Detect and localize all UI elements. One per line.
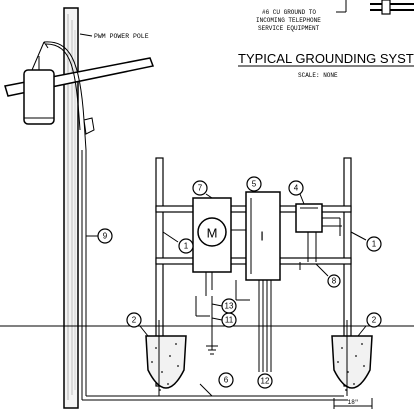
svg-text:4: 4 xyxy=(294,184,299,193)
ground-note: #6 CU GROUND TO INCOMING TELEPHONE SERVI… xyxy=(256,0,347,32)
svg-text:6: 6 xyxy=(224,376,229,385)
svg-text:INCOMING TELEPHONE: INCOMING TELEPHONE xyxy=(256,17,321,24)
callout-12: 12 xyxy=(257,373,273,389)
svg-text:11: 11 xyxy=(225,316,234,325)
pole-label: PWM POWER POLE xyxy=(79,33,149,40)
power-pole xyxy=(63,7,79,409)
callout-13: 13 xyxy=(211,298,237,314)
svg-text:PWM POWER POLE: PWM POWER POLE xyxy=(94,33,149,40)
callout-8: 8 xyxy=(315,263,341,288)
svg-text:M: M xyxy=(207,226,218,241)
svg-text:2: 2 xyxy=(372,316,377,325)
meter-enclosure: M xyxy=(192,197,232,296)
callout-9: 9 xyxy=(86,228,113,244)
svg-text:I: I xyxy=(260,229,264,244)
svg-text:7: 7 xyxy=(198,184,203,193)
callout-1-right: 1 xyxy=(350,231,382,252)
meter-ground-wire xyxy=(195,296,218,355)
svg-text:13: 13 xyxy=(225,302,234,311)
svg-text:18": 18" xyxy=(348,399,359,406)
pole-down-conductor xyxy=(81,150,348,401)
svg-text:2: 2 xyxy=(132,316,137,325)
ground-rod-encasement-right xyxy=(331,320,373,396)
pipe-clamp xyxy=(370,0,414,15)
svg-text:1: 1 xyxy=(372,240,377,249)
callout-7: 7 xyxy=(192,180,213,199)
callout-6-bottom: 6 xyxy=(199,372,234,397)
service-drop-wire xyxy=(43,41,95,151)
drawing-title: TYPICAL GROUNDING SYST SCALE: NONE xyxy=(238,51,414,79)
callout-11: 11 xyxy=(211,312,237,328)
callout-5: 5 xyxy=(246,176,262,193)
svg-text:5: 5 xyxy=(252,180,257,189)
transformer xyxy=(23,41,55,125)
ground-rod-encasement-left xyxy=(145,320,187,396)
callout-2-right: 2 xyxy=(357,312,382,337)
svg-text:9: 9 xyxy=(103,232,108,241)
junction-box xyxy=(295,203,342,270)
service-panel: I xyxy=(231,191,281,281)
callout-1-left: 1 xyxy=(162,231,194,254)
callout-2-left: 2 xyxy=(126,312,149,337)
svg-text:1: 1 xyxy=(184,242,189,251)
svg-text:8: 8 xyxy=(332,277,337,286)
callout-4: 4 xyxy=(288,180,305,205)
svg-text:SERVICE EQUIPMENT: SERVICE EQUIPMENT xyxy=(258,25,320,32)
svg-text:SCALE: NONE: SCALE: NONE xyxy=(298,72,338,79)
svg-text:TYPICAL GROUNDING SYST: TYPICAL GROUNDING SYST xyxy=(238,51,414,66)
svg-text:12: 12 xyxy=(261,377,270,386)
dimension-18in: 18" xyxy=(333,398,373,409)
svg-text:#6 CU GROUND TO: #6 CU GROUND TO xyxy=(262,9,316,16)
